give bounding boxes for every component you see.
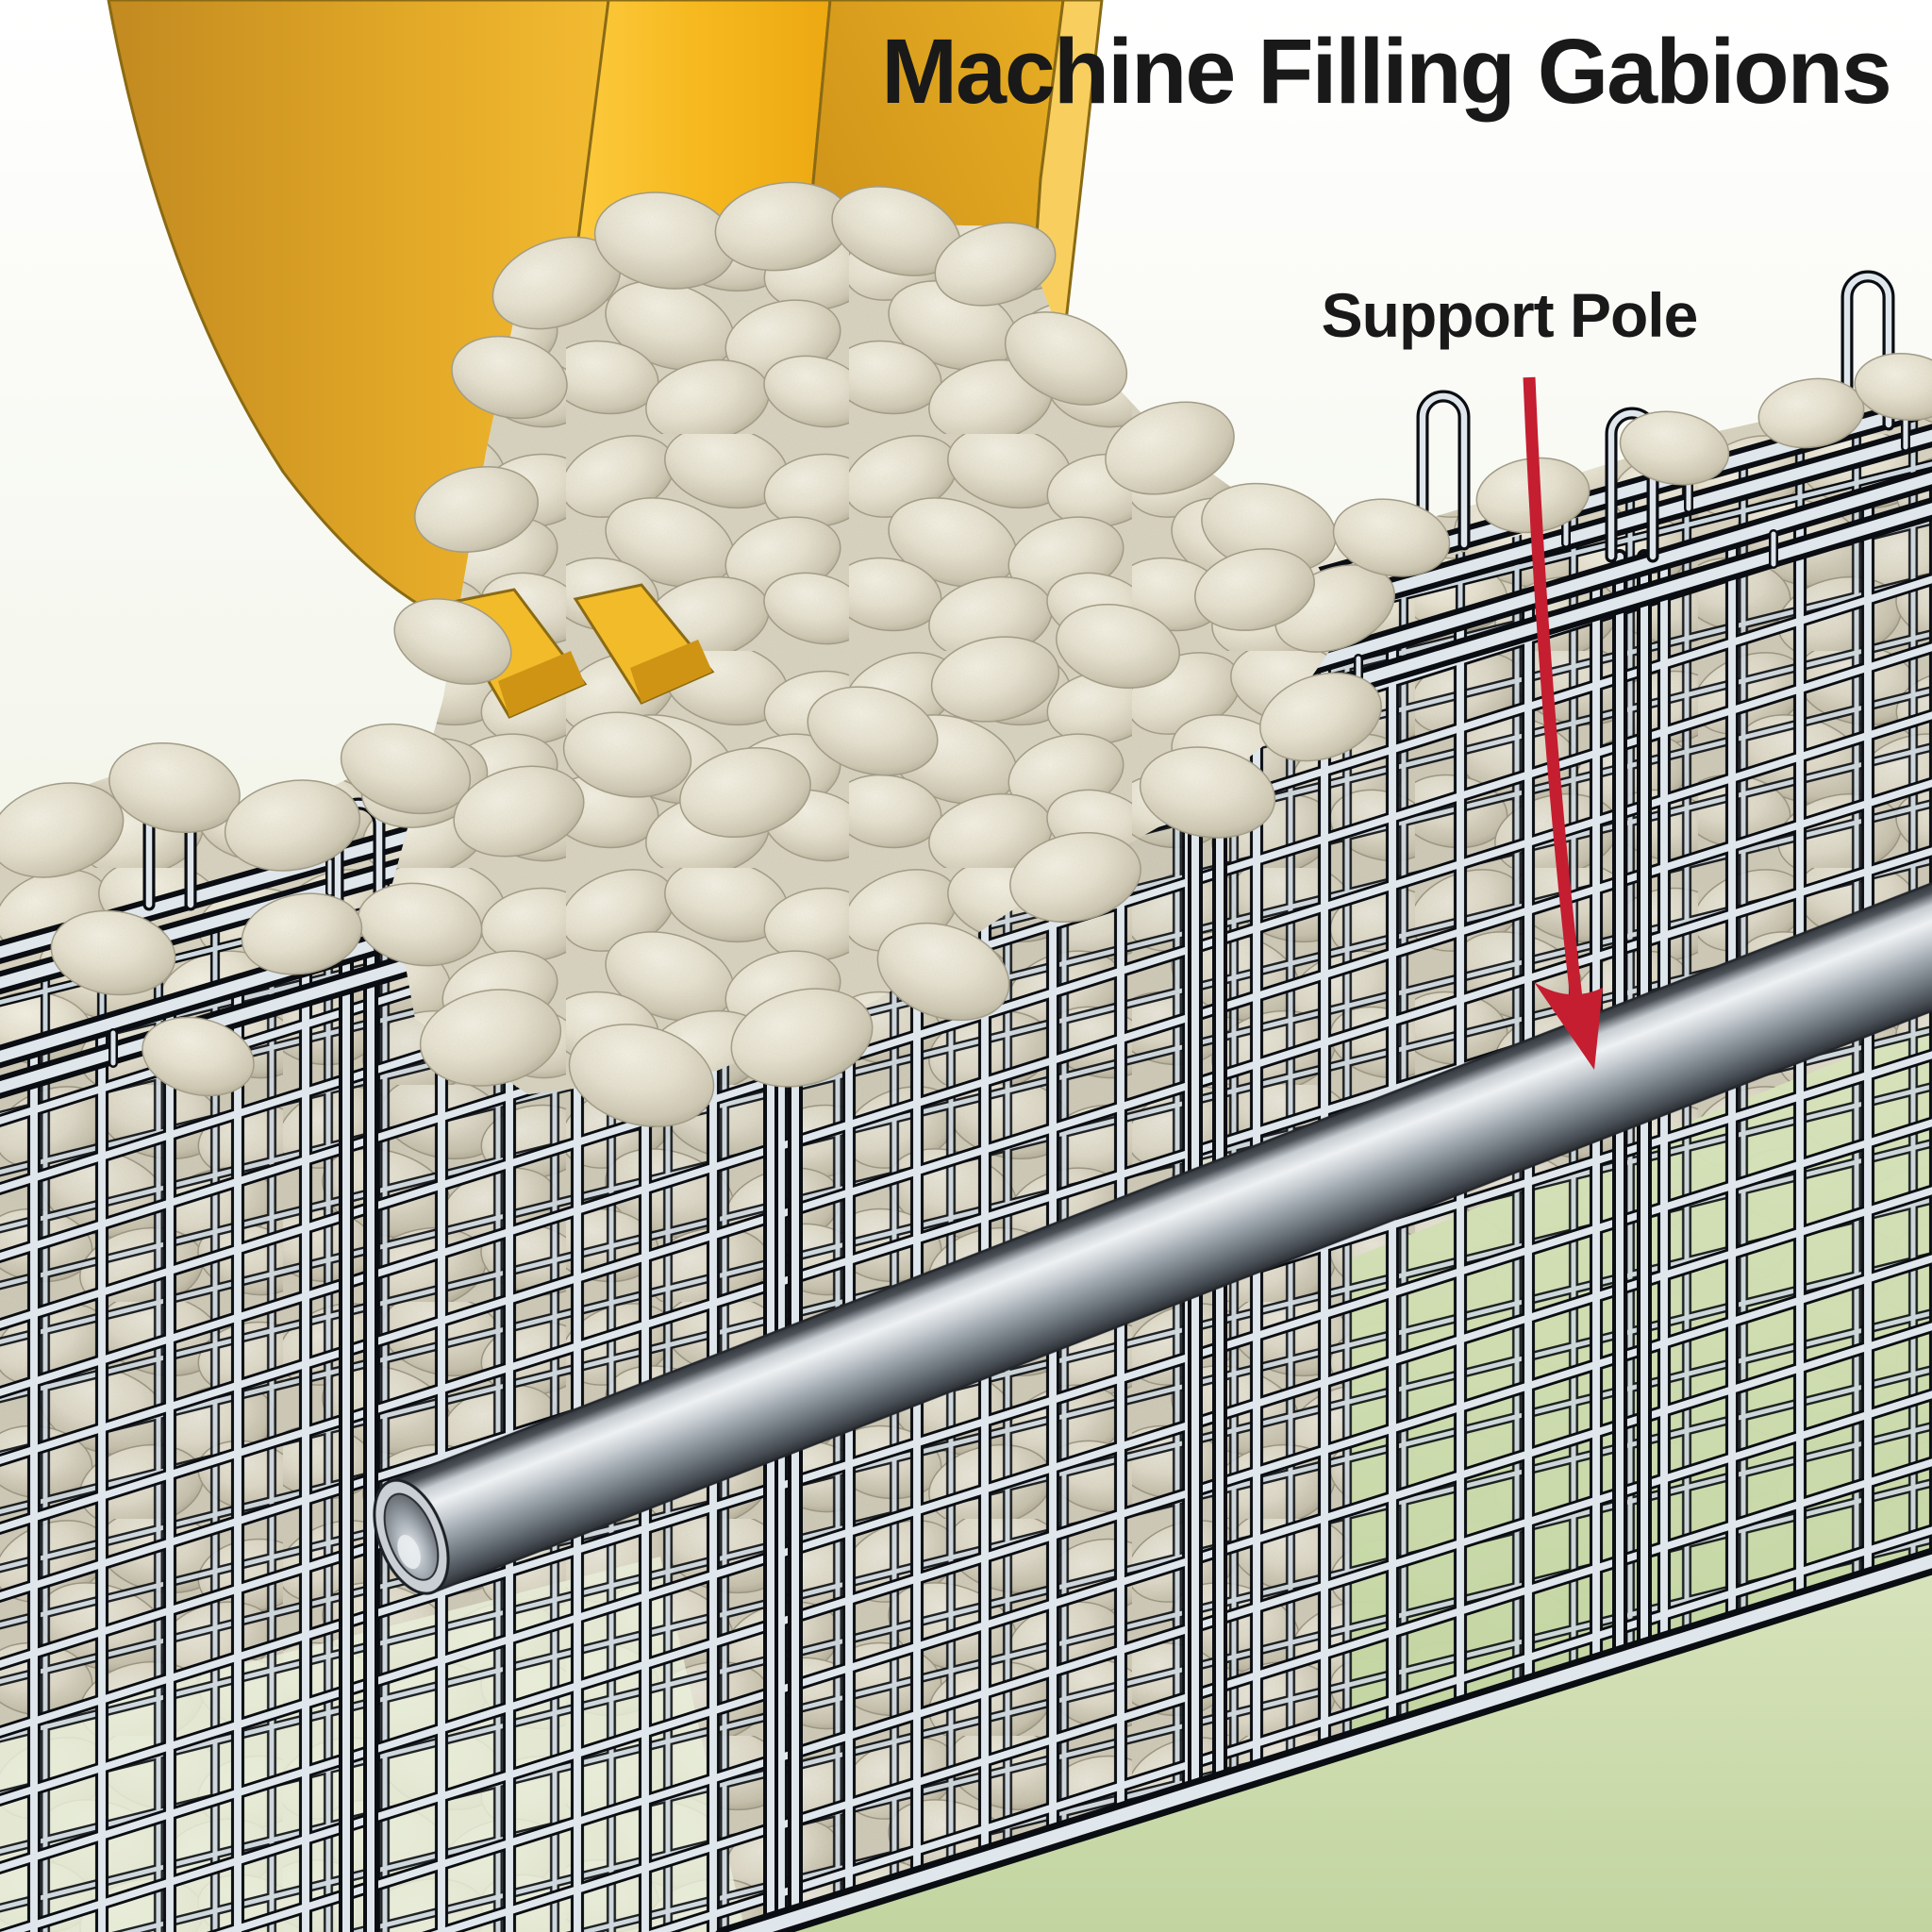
support-pole-label: Support Pole: [1321, 280, 1699, 350]
arrowhead: [1534, 982, 1603, 1070]
gabion-base-rim: [715, 1547, 1932, 1932]
stone-silhouette: [0, 181, 1932, 1127]
support-pole-arrow: [1523, 376, 1603, 1070]
pole-end-cap: [373, 1478, 450, 1595]
diagram-title: Machine Filling Gabions: [881, 20, 1892, 123]
stone-cascade: [391, 222, 1349, 1094]
support-pole: [373, 871, 1932, 1595]
